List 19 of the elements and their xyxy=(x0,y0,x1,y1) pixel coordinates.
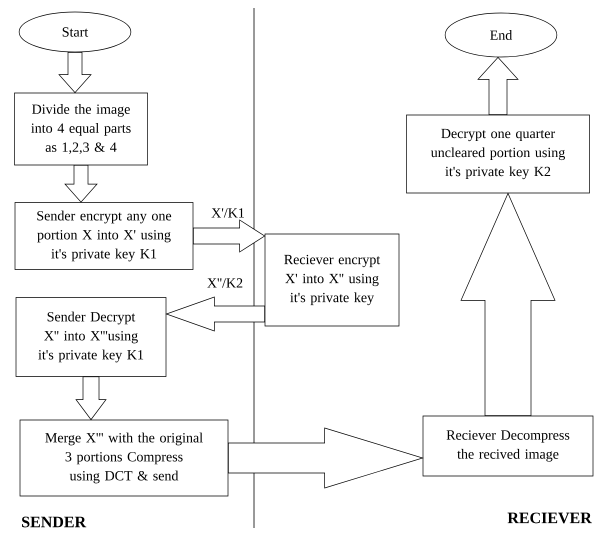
block-arrow xyxy=(477,56,519,115)
lane-label: RECIEVER xyxy=(508,512,592,524)
process-box: Sender encrypt any one portion X into X' using it's private key K1 xyxy=(14,202,194,270)
process-box: Divide the image into 4 equal parts as 1,2,3 & 4 xyxy=(14,92,148,166)
block-arrow xyxy=(58,52,92,94)
process-box: Reciever Decompress the recived image xyxy=(422,416,594,476)
block-arrow xyxy=(460,192,556,416)
process-box: Merge X''' with the original 3 portions Compress using DCT & send xyxy=(20,420,228,496)
block-arrow xyxy=(165,296,265,332)
edge-label: X''/K2 xyxy=(206,277,244,289)
block-arrow xyxy=(64,164,98,203)
block-arrow xyxy=(193,219,266,253)
edge-label: X'/K1 xyxy=(210,207,246,219)
process-box: Sender Decrypt X'' into X'''using it's private key K1 xyxy=(16,297,166,377)
process-box: Decrypt one quarter uncleared portion using it's private key K2 xyxy=(406,114,590,194)
block-arrow xyxy=(75,376,107,420)
lane-label: SENDER xyxy=(22,516,86,528)
block-arrow xyxy=(228,428,424,488)
process-box: Reciever encrypt X' into X'' using it's private key xyxy=(264,234,400,326)
